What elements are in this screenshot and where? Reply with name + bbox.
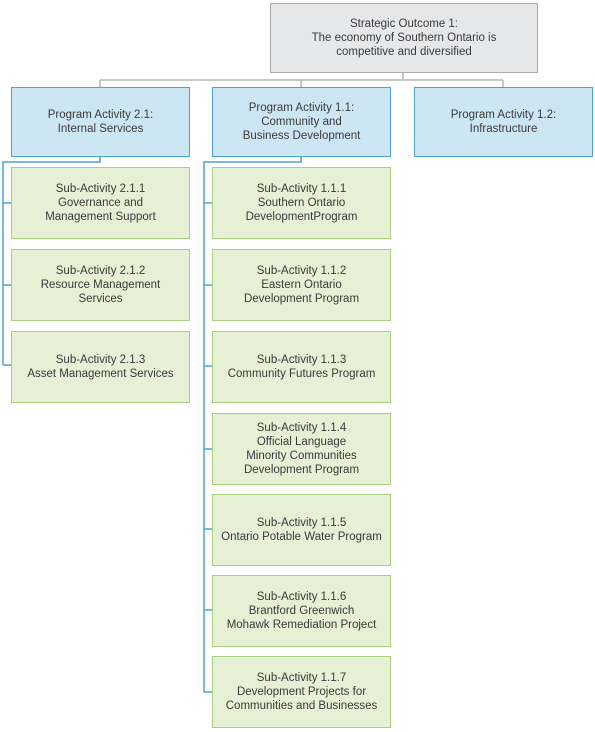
sub-activity-1-1-2-line-3: Development Program [243, 293, 360, 305]
sub-activity-1-1-5-line-1: Sub-Activity 1.1.5 [256, 517, 347, 529]
sub-activity-1-1-5-line-2: Ontario Potable Water Program [221, 531, 382, 543]
sub-activity-1-1-1-box: Sub-Activity 1.1.1 Southern Ontario Deve… [212, 167, 391, 239]
program-activity-1-1-line-1: Program Activity 1.1: [248, 102, 355, 114]
sub-activity-1-1-2-box: Sub-Activity 1.1.2 Eastern Ontario Devel… [212, 249, 391, 321]
program-activity-1-2-line-1: Program Activity 1.2: [450, 109, 557, 121]
sub-activity-1-1-3-line-1: Sub-Activity 1.1.3 [256, 354, 347, 366]
sub-activity-1-1-4-line-3: Minority Communities [246, 450, 357, 462]
sub-activity-1-1-6-line-2: Brantford Greenwich [248, 605, 355, 617]
sub-activity-1-1-4-line-2: Official Language [256, 436, 347, 448]
outcome-line-2: The economy of Southern Ontario is [311, 32, 497, 44]
program-activity-1-1-line-2: Community and [261, 116, 342, 128]
program-activity-1-1-line-3: Business Development [242, 130, 361, 142]
sub-activity-2-1-3-line-1: Sub-Activity 2.1.3 [55, 354, 146, 366]
program-activity-1-1-box: Program Activity 1.1: Community and Busi… [212, 87, 391, 157]
sub-activity-1-1-5-box: Sub-Activity 1.1.5 Ontario Potable Water… [212, 494, 391, 566]
sub-activity-1-1-7-line-1: Sub-Activity 1.1.7 [256, 672, 347, 684]
outcome-line-3: competitive and diversified [336, 46, 472, 58]
outcome-line-1: Strategic Outcome 1: [349, 18, 459, 30]
sub-activity-2-1-1-line-3: Management Support [45, 211, 156, 223]
sub-activity-1-1-1-line-2: Southern Ontario [257, 197, 346, 209]
sub-activity-2-1-2-box: Sub-Activity 2.1.2 Resource Management S… [11, 249, 190, 321]
sub-activity-2-1-2-line-3: Services [78, 293, 123, 305]
sub-activity-1-1-6-line-3: Mohawk Remediation Project [226, 619, 377, 631]
program-activity-1-2-box: Program Activity 1.2: Infrastructure [414, 87, 593, 157]
sub-activity-1-1-3-line-2: Community Futures Program [227, 368, 376, 380]
program-activity-1-2-line-2: Infrastructure [469, 123, 538, 135]
strategic-outcome-box: Strategic Outcome 1: The economy of Sout… [270, 3, 538, 73]
sub-activity-1-1-2-line-2: Eastern Ontario [261, 279, 342, 291]
program-activity-2-1-line-1: Program Activity 2.1: [47, 109, 154, 121]
sub-activity-1-1-2-line-1: Sub-Activity 1.1.2 [256, 265, 347, 277]
sub-activity-1-1-3-box: Sub-Activity 1.1.3 Community Futures Pro… [212, 331, 391, 403]
sub-activity-1-1-6-box: Sub-Activity 1.1.6 Brantford Greenwich M… [212, 575, 391, 647]
sub-activity-2-1-2-line-2: Resource Management [40, 279, 161, 291]
sub-activity-2-1-3-line-2: Asset Management Services [27, 368, 174, 380]
sub-activity-2-1-1-line-1: Sub-Activity 2.1.1 [55, 183, 146, 195]
sub-activity-2-1-3-box: Sub-Activity 2.1.3 Asset Management Serv… [11, 331, 190, 403]
sub-activity-2-1-1-line-2: Governance and [57, 197, 144, 209]
sub-activity-1-1-1-line-3: DevelopmentProgram [245, 211, 358, 223]
sub-activity-1-1-1-line-1: Sub-Activity 1.1.1 [256, 183, 347, 195]
sub-activity-1-1-7-line-2: Development Projects for [236, 686, 367, 698]
sub-activity-1-1-4-box: Sub-Activity 1.1.4 Official Language Min… [212, 413, 391, 485]
program-activity-2-1-line-2: Internal Services [57, 123, 144, 135]
sub-activity-1-1-4-line-1: Sub-Activity 1.1.4 [256, 422, 347, 434]
sub-activity-1-1-6-line-1: Sub-Activity 1.1.6 [256, 591, 347, 603]
sub-activity-1-1-4-line-4: Development Program [243, 464, 360, 476]
sub-activity-1-1-7-box: Sub-Activity 1.1.7 Development Projects … [212, 656, 391, 728]
sub-activity-1-1-7-line-3: Communities and Businesses [225, 700, 378, 712]
program-activity-2-1-box: Program Activity 2.1: Internal Services [11, 87, 190, 157]
spine-line-1-1 [203, 157, 302, 692]
sub-activity-2-1-2-line-1: Sub-Activity 2.1.2 [55, 265, 146, 277]
sub-activity-2-1-1-box: Sub-Activity 2.1.1 Governance and Manage… [11, 167, 190, 239]
spine-line-2-1 [2, 157, 101, 365]
